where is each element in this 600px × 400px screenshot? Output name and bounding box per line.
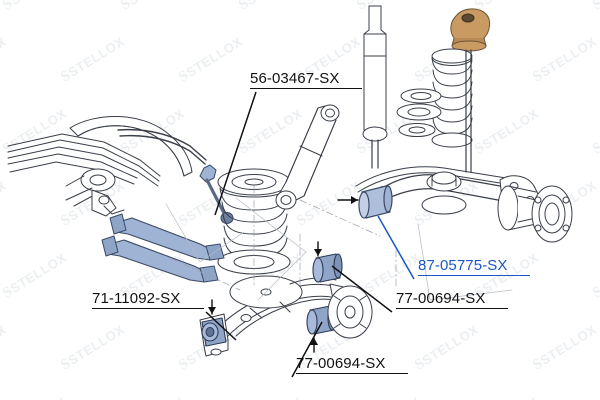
lateral-link-upper — [109, 213, 225, 261]
leader-line — [331, 265, 393, 313]
part-label-56-03467-sx[interactable]: 56-03467-SX — [250, 70, 362, 89]
lateral-link-lower — [101, 235, 219, 283]
leader-line — [205, 311, 237, 341]
wheel-bearing — [531, 185, 573, 243]
trailing-arm-bushing — [337, 185, 393, 219]
part-label-77-00694-sx-lower[interactable]: 77-00694-SX — [296, 355, 408, 374]
shock-absorber-right — [362, 5, 388, 169]
stabilizer-link-body — [199, 164, 234, 224]
leader-line — [377, 215, 415, 280]
wheel-hub — [497, 185, 537, 231]
leaf-spring-assembly — [7, 115, 193, 217]
shock-absorber-left — [275, 104, 340, 210]
leader-line — [214, 91, 257, 216]
center-lines — [169, 185, 397, 291]
coil-spring-right — [431, 8, 491, 173]
stabilizer-bar — [117, 128, 207, 165]
part-label-87-05775-sx[interactable]: 87-05775-SX — [418, 257, 530, 276]
projection-lines — [165, 197, 513, 301]
spring-seat-discs — [396, 88, 442, 137]
part-label-77-00694-sx-upper[interactable]: 77-00694-SX — [396, 290, 508, 309]
leader-line — [291, 321, 323, 378]
part-label-71-11092-sx[interactable]: 71-11092-SX — [92, 290, 204, 309]
brake-disc — [327, 285, 373, 339]
